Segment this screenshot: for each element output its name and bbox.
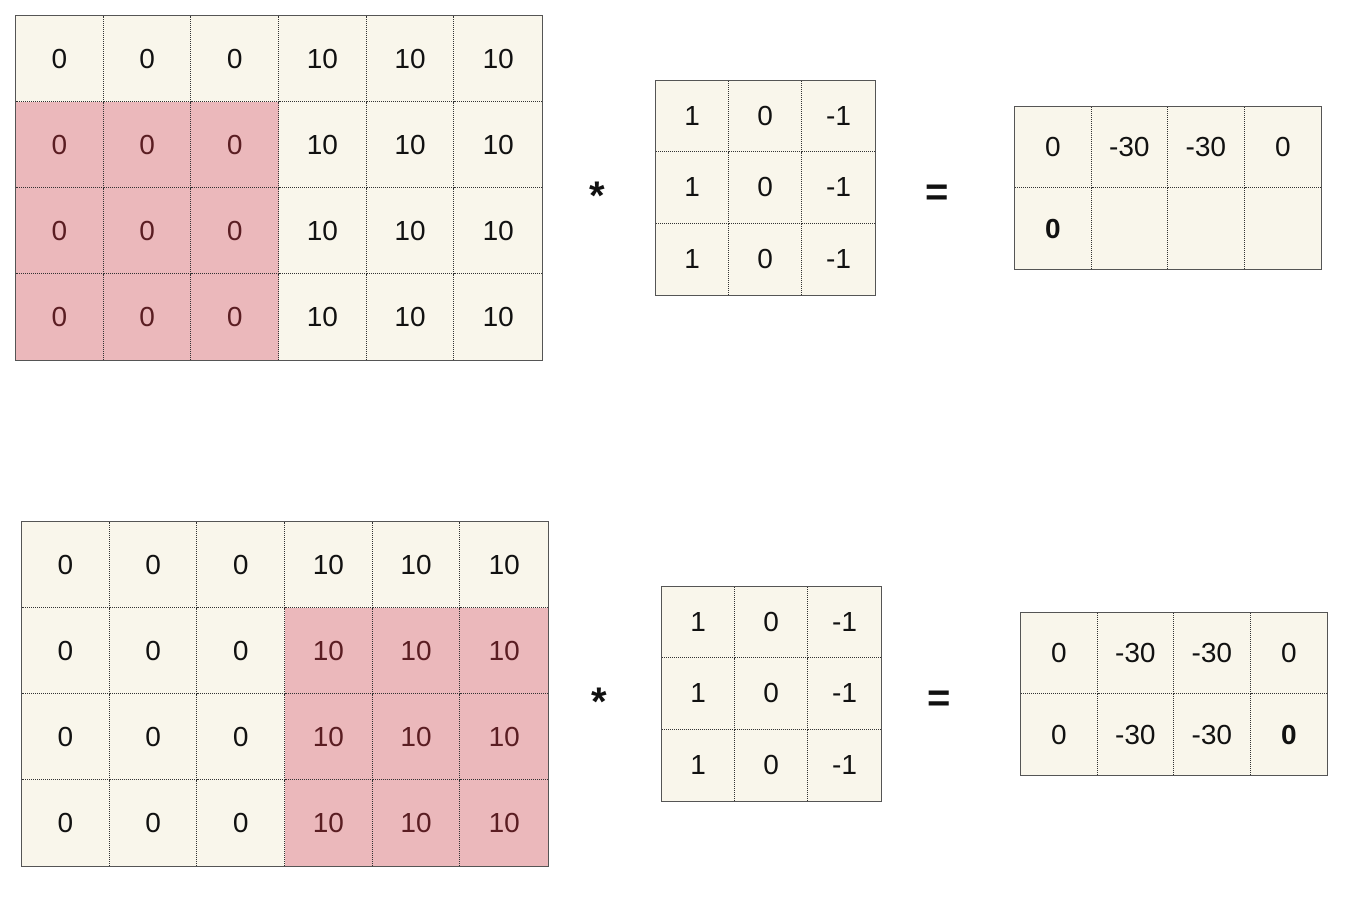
- input-cell: 0: [103, 16, 192, 102]
- input-cell: 0: [197, 608, 285, 694]
- convolution-operator-2: *: [591, 680, 607, 724]
- input-cell: 10: [372, 694, 461, 780]
- input-cell: 10: [366, 102, 455, 188]
- input-cell: 0: [197, 780, 285, 866]
- output-cell: 0: [1015, 188, 1092, 269]
- filter-cell: -1: [832, 749, 857, 781]
- filter-cell: -1: [808, 658, 881, 730]
- output-cell: 0: [1015, 107, 1092, 188]
- filter-cell: 1: [662, 729, 735, 801]
- equals-sign-2: =: [927, 676, 951, 720]
- output-cell: -30: [1097, 613, 1174, 694]
- input-cell: 0: [191, 188, 279, 274]
- filter-cell: 0: [735, 658, 808, 730]
- filter-cell: 1: [662, 587, 735, 659]
- input-cell: 0: [22, 522, 110, 608]
- input-cell: 10: [366, 188, 455, 274]
- input-cell: 10: [284, 694, 373, 780]
- input-cell: 0: [22, 694, 110, 780]
- input-cell: 0: [22, 780, 110, 866]
- input-cell: 10: [367, 274, 455, 360]
- input-cell: 0: [109, 608, 198, 694]
- output-cell: -30: [1174, 694, 1251, 775]
- input-cell: 0: [191, 274, 279, 360]
- input-cell: 10: [278, 16, 367, 102]
- input-cell: 0: [16, 102, 104, 188]
- filter-cell: 0: [729, 81, 802, 153]
- input-cell: 10: [460, 608, 548, 694]
- output-cell: [1092, 188, 1168, 269]
- input-cell: 10: [454, 102, 542, 188]
- input-cell: 10: [279, 274, 367, 360]
- output-cell: -30: [1098, 694, 1174, 775]
- input-cell: 0: [109, 522, 198, 608]
- convolution-operator-1: *: [589, 174, 605, 218]
- filter-cell: 1: [662, 658, 735, 730]
- input-cell: 0: [109, 694, 198, 780]
- input-cell: 0: [191, 102, 279, 188]
- filter-cell: -1: [802, 81, 875, 153]
- input-cell: 10: [284, 780, 373, 866]
- input-cell: 10: [278, 102, 367, 188]
- input-cell: 0: [103, 274, 192, 360]
- input-cell: 10: [460, 694, 548, 780]
- filter-cell: 1: [656, 81, 729, 153]
- output-cell: 0: [1021, 613, 1098, 694]
- input-cell: 10: [284, 608, 373, 694]
- input-cell: 0: [191, 16, 279, 102]
- filter-cell: -1: [826, 243, 851, 275]
- output-cell: 0: [1280, 718, 1297, 750]
- input-cell: 0: [103, 188, 192, 274]
- filter-cell: 0: [735, 729, 808, 801]
- input-cell: 0: [197, 522, 285, 608]
- input-cell: 10: [482, 301, 514, 332]
- output-cell: -30: [1091, 107, 1168, 188]
- input-cell: 0: [197, 694, 285, 780]
- input-cell: 0: [16, 274, 104, 360]
- output-cell: 0: [1244, 107, 1321, 188]
- filter-cell: -1: [802, 152, 875, 224]
- filter-cell: 0: [729, 223, 802, 295]
- input-cell: 10: [278, 188, 367, 274]
- output-cell: 0: [1021, 694, 1098, 775]
- filter-cell: 1: [656, 223, 729, 295]
- filter-cell: 0: [735, 587, 808, 659]
- equals-sign-1: =: [925, 170, 949, 214]
- input-cell: 10: [372, 780, 461, 866]
- output-cell: -30: [1168, 107, 1245, 188]
- input-cell: 10: [284, 522, 373, 608]
- input-cell: 0: [110, 780, 198, 866]
- input-cell: 0: [16, 16, 104, 102]
- filter-cell: -1: [808, 587, 881, 659]
- filter-cell: 1: [656, 152, 729, 224]
- output-cell: 0: [1250, 613, 1327, 694]
- output-cell: [1168, 188, 1245, 269]
- input-cell: 10: [366, 16, 455, 102]
- input-cell: 10: [460, 522, 548, 608]
- input-cell: 10: [460, 780, 548, 866]
- input-cell: 10: [372, 608, 461, 694]
- input-cell: 0: [16, 188, 104, 274]
- output-cell: -30: [1174, 613, 1251, 694]
- input-cell: 0: [22, 608, 110, 694]
- output-cell: [1245, 188, 1322, 269]
- filter-cell: 0: [729, 152, 802, 224]
- input-cell: 0: [103, 102, 192, 188]
- input-cell: 10: [454, 188, 542, 274]
- input-cell: 10: [454, 16, 542, 102]
- input-cell: 10: [372, 522, 461, 608]
